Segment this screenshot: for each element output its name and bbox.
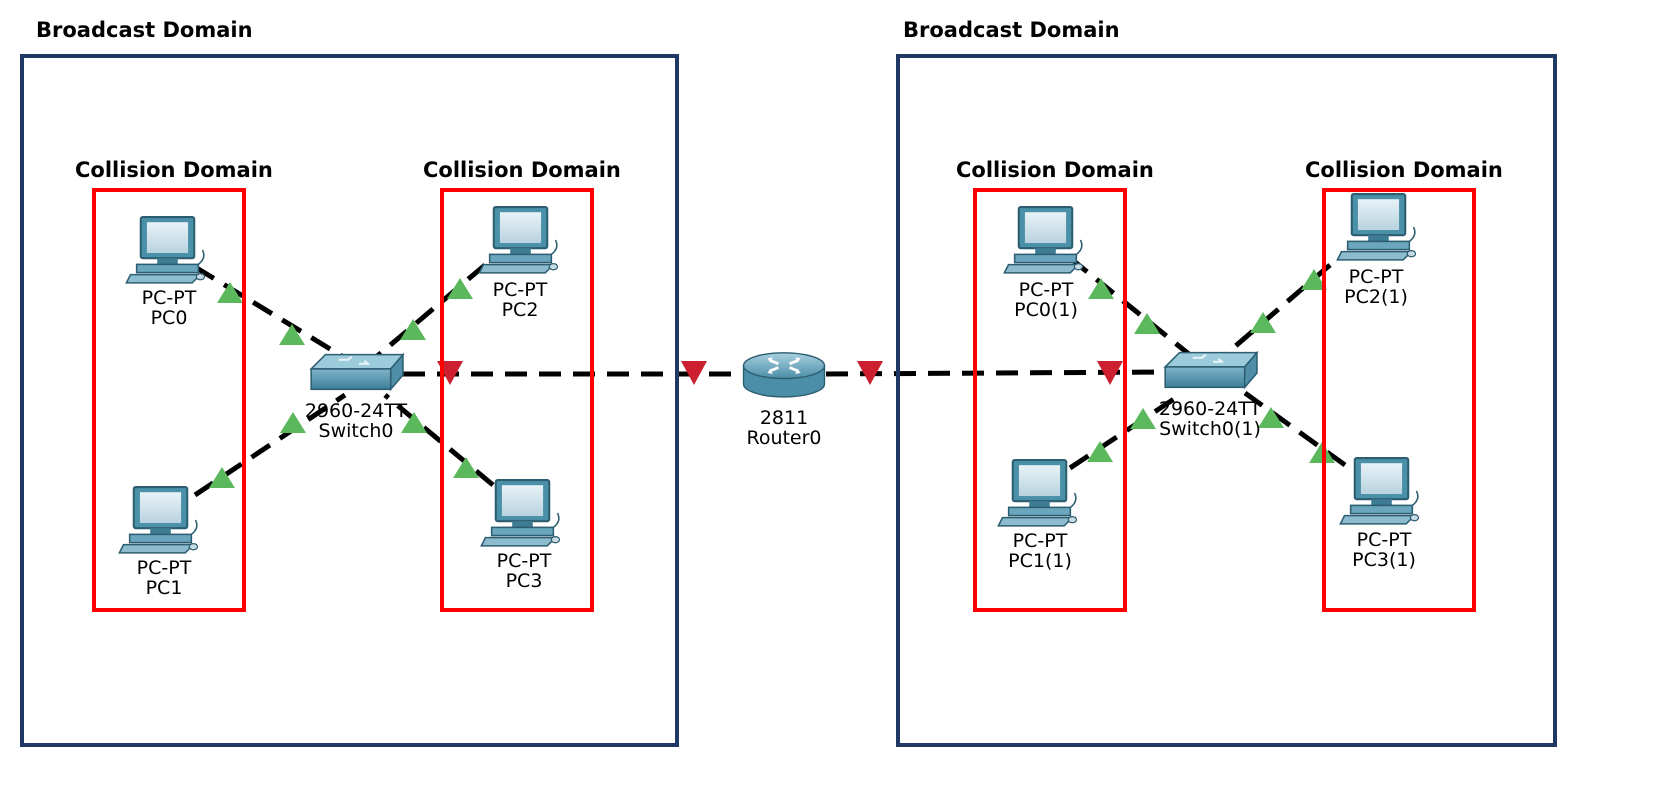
device-model: PC-PT — [141, 287, 197, 309]
collision-domain-box — [92, 188, 246, 612]
cable-pc01-switch01[interactable] — [1068, 256, 1192, 357]
link-up-indicator — [217, 282, 243, 303]
switch01-label: 2960-24TT Switch0(1) — [1159, 399, 1261, 439]
collision-domain-title: Collision Domain — [423, 158, 621, 182]
device-model: PC-PT — [1356, 529, 1412, 551]
link-up-indicator — [280, 412, 306, 433]
device-name: PC3(1) — [1352, 549, 1416, 571]
cable-pc1-switch0[interactable] — [193, 392, 347, 498]
link-down-indicator — [857, 361, 883, 385]
device-model: 2960-24TT — [304, 400, 408, 422]
device-name: Router0 — [746, 427, 822, 449]
broadcast-domain-box-left — [20, 54, 679, 747]
link-down-indicator — [1097, 361, 1123, 385]
collision-domain-title: Collision Domain — [75, 158, 273, 182]
device-name: PC2(1) — [1344, 286, 1408, 308]
device-model: PC-PT — [492, 279, 548, 301]
router0-icon[interactable] — [742, 351, 826, 399]
device-model: PC-PT — [496, 550, 552, 572]
cable-pc2-switch0[interactable] — [373, 263, 487, 360]
device-model: PC-PT — [1012, 530, 1068, 552]
link-up-indicator — [447, 278, 473, 299]
collision-domain-box — [1322, 188, 1476, 612]
link-up-indicator — [209, 467, 235, 488]
link-up-indicator — [453, 457, 479, 478]
device-model: 2960-24TT — [1158, 398, 1262, 420]
pc0-label: PC-PT PC0 — [142, 288, 197, 328]
device-model: PC-PT — [1018, 279, 1074, 301]
device-name: Switch0(1) — [1159, 418, 1261, 440]
collision-domain-title: Collision Domain — [956, 158, 1154, 182]
broadcast-domain-title-left: Broadcast Domain — [36, 18, 253, 42]
broadcast-domain-box-right — [896, 54, 1557, 747]
router0-label: 2811 Router0 — [746, 408, 821, 448]
device-name: PC3 — [505, 570, 543, 592]
pc3-label: PC-PT PC3 — [497, 551, 552, 591]
device-name: PC1(1) — [1008, 550, 1072, 572]
cable-pc3-switch0[interactable] — [383, 393, 495, 487]
cable-pc0-switch0[interactable] — [193, 264, 347, 361]
collision-domain-box — [440, 188, 594, 612]
link-up-indicators — [209, 269, 1335, 488]
pc01-label: PC-PT PC0(1) — [1014, 280, 1078, 320]
device-name: Switch0 — [318, 420, 394, 442]
collision-domain-box — [973, 188, 1127, 612]
device-model: PC-PT — [136, 557, 192, 579]
device-model: 2811 — [759, 407, 809, 429]
device-name: PC0(1) — [1014, 299, 1078, 321]
broadcast-domain-title-right: Broadcast Domain — [903, 18, 1120, 42]
link-up-indicator — [1301, 269, 1327, 290]
link-up-indicator — [1130, 408, 1156, 429]
device-name: PC2 — [501, 299, 539, 321]
link-up-indicator — [1258, 407, 1284, 428]
pc11-label: PC-PT PC1(1) — [1008, 531, 1072, 571]
link-up-indicator — [1088, 278, 1114, 299]
device-name: PC0 — [150, 307, 188, 329]
cable-pc11-switch01[interactable] — [1068, 392, 1182, 471]
pc1-label: PC-PT PC1 — [137, 558, 192, 598]
cable-pc21-switch01[interactable] — [1223, 263, 1332, 357]
link-down-indicator — [681, 361, 707, 385]
link-up-indicator — [1134, 313, 1160, 334]
link-up-indicator — [1250, 312, 1276, 333]
collision-domain-title: Collision Domain — [1305, 158, 1503, 182]
switch0-label: 2960-24TT Switch0 — [305, 401, 407, 441]
link-up-indicator — [400, 319, 426, 340]
link-up-indicator — [279, 324, 305, 345]
link-up-indicator — [401, 412, 427, 433]
device-model: PC-PT — [1348, 266, 1404, 288]
pc2-label: PC-PT PC2 — [493, 280, 548, 320]
device-name: PC1 — [145, 577, 183, 599]
link-up-indicator — [1087, 441, 1113, 462]
pc21-label: PC-PT PC2(1) — [1344, 267, 1408, 307]
pc31-label: PC-PT PC3(1) — [1352, 530, 1416, 570]
